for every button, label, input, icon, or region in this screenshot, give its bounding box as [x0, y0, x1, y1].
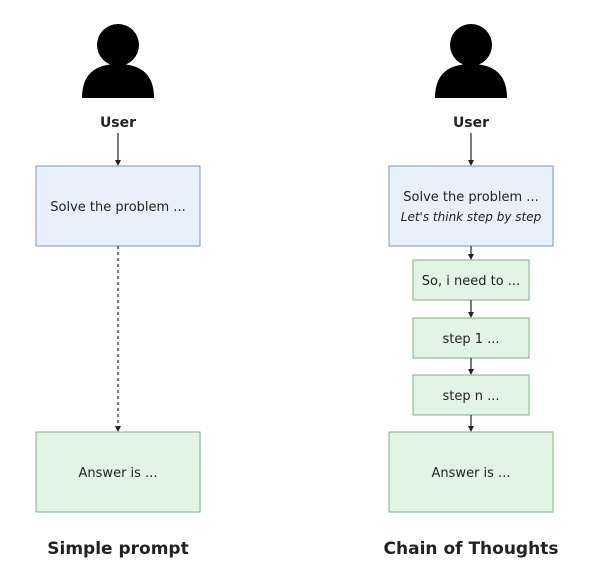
left-answer-text: Answer is ...	[79, 466, 158, 481]
right-step-box-2	[412, 374, 530, 416]
right-step-text-0: So, i need to ...	[422, 274, 520, 289]
left-prompt-text: Solve the problem ...	[50, 200, 185, 215]
right-answer-box	[388, 431, 554, 513]
right-prompt-line2: Let's think step by step	[401, 210, 542, 224]
right-prompt-line1: Solve the problem ...	[403, 190, 538, 205]
right-step-text-1: step 1 ...	[442, 332, 499, 347]
left-caption: Simple prompt	[47, 539, 188, 559]
left-user-label: User	[100, 115, 136, 131]
right-prompt-box	[388, 165, 554, 247]
left-user-icon	[82, 24, 154, 98]
right-answer-text: Answer is ...	[432, 466, 511, 481]
right-user-label: User	[453, 115, 489, 131]
right-user-icon	[435, 24, 507, 98]
right-step-text-2: step n ...	[442, 389, 499, 404]
left-answer-box	[35, 431, 201, 513]
right-caption: Chain of Thoughts	[384, 539, 559, 559]
